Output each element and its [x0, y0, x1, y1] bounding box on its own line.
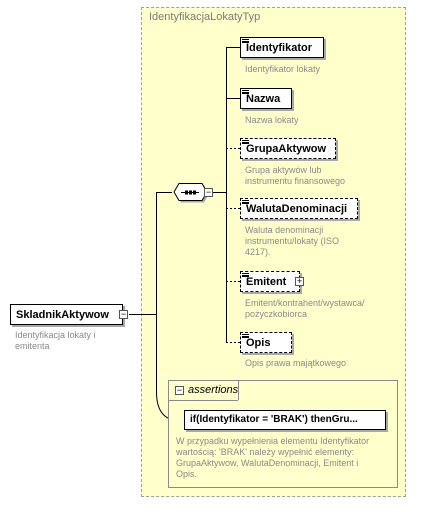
- assertions-collapse-toggle[interactable]: −: [175, 385, 184, 395]
- element-label: GrupaAktywow: [246, 143, 327, 155]
- root-collapse-toggle[interactable]: −: [119, 309, 128, 319]
- element-label: Nazwa: [246, 93, 281, 105]
- element-description: Grupa aktywów lub instrumentu finansoweg…: [245, 165, 346, 186]
- type-title: IdentyfikacjaLokatyTyp: [149, 11, 261, 23]
- assertions-panel: [168, 380, 398, 488]
- assertion-rule[interactable]: if(Identyfikator = 'BRAK') thenGru...: [184, 410, 386, 430]
- element-emitent[interactable]: Emitent: [240, 271, 300, 292]
- assertion-description: W przypadku wypełnienia elementu Identyf…: [176, 436, 370, 479]
- element-indicator-icon: [242, 273, 249, 277]
- element-label: WalutaDenominacji: [246, 203, 348, 215]
- element-description: Opis prawa majątkowego: [245, 358, 347, 368]
- element-nazwa[interactable]: Nazwa: [240, 88, 292, 109]
- assertions-header-divider: [168, 400, 238, 401]
- root-description: Identyfikacja lokaty i emitenta: [15, 330, 96, 351]
- element-description: Nazwa lokaty: [245, 115, 299, 125]
- element-label: Opis: [246, 337, 271, 349]
- element-label: Identyfikator: [246, 42, 313, 54]
- sequence-compositor[interactable]: [172, 182, 209, 203]
- root-element[interactable]: SkladnikAktywow: [10, 304, 123, 325]
- element-indicator-icon: [242, 39, 249, 43]
- element-opis[interactable]: Opis: [240, 332, 292, 353]
- element-indicator-icon: [242, 90, 249, 94]
- element-indicator-icon: [242, 140, 249, 144]
- assertions-label: assertions: [188, 384, 239, 396]
- sequence-compositor-icon: [173, 183, 209, 203]
- element-indicator-icon: [242, 200, 249, 204]
- emitent-expand-toggle[interactable]: +: [295, 276, 304, 286]
- element-description: Waluta denominacji instrumentu/lokaty (I…: [245, 225, 340, 257]
- element-label: Emitent: [246, 276, 287, 288]
- element-description: Emitent/kontrahent/wystawca/pożyczkobior…: [245, 298, 365, 319]
- assertions-header-edge: [238, 380, 239, 400]
- element-description: Identyfikator lokaty: [245, 64, 321, 74]
- sequence-collapse-toggle[interactable]: −: [204, 187, 213, 197]
- element-walutadenominacji[interactable]: WalutaDenominacji: [240, 198, 358, 219]
- element-identyfikator[interactable]: Identyfikator: [240, 37, 324, 58]
- element-grupaaktywow[interactable]: GrupaAktywow: [240, 138, 336, 159]
- element-indicator-icon: [242, 334, 249, 338]
- root-element-label: SkladnikAktywow: [16, 309, 109, 321]
